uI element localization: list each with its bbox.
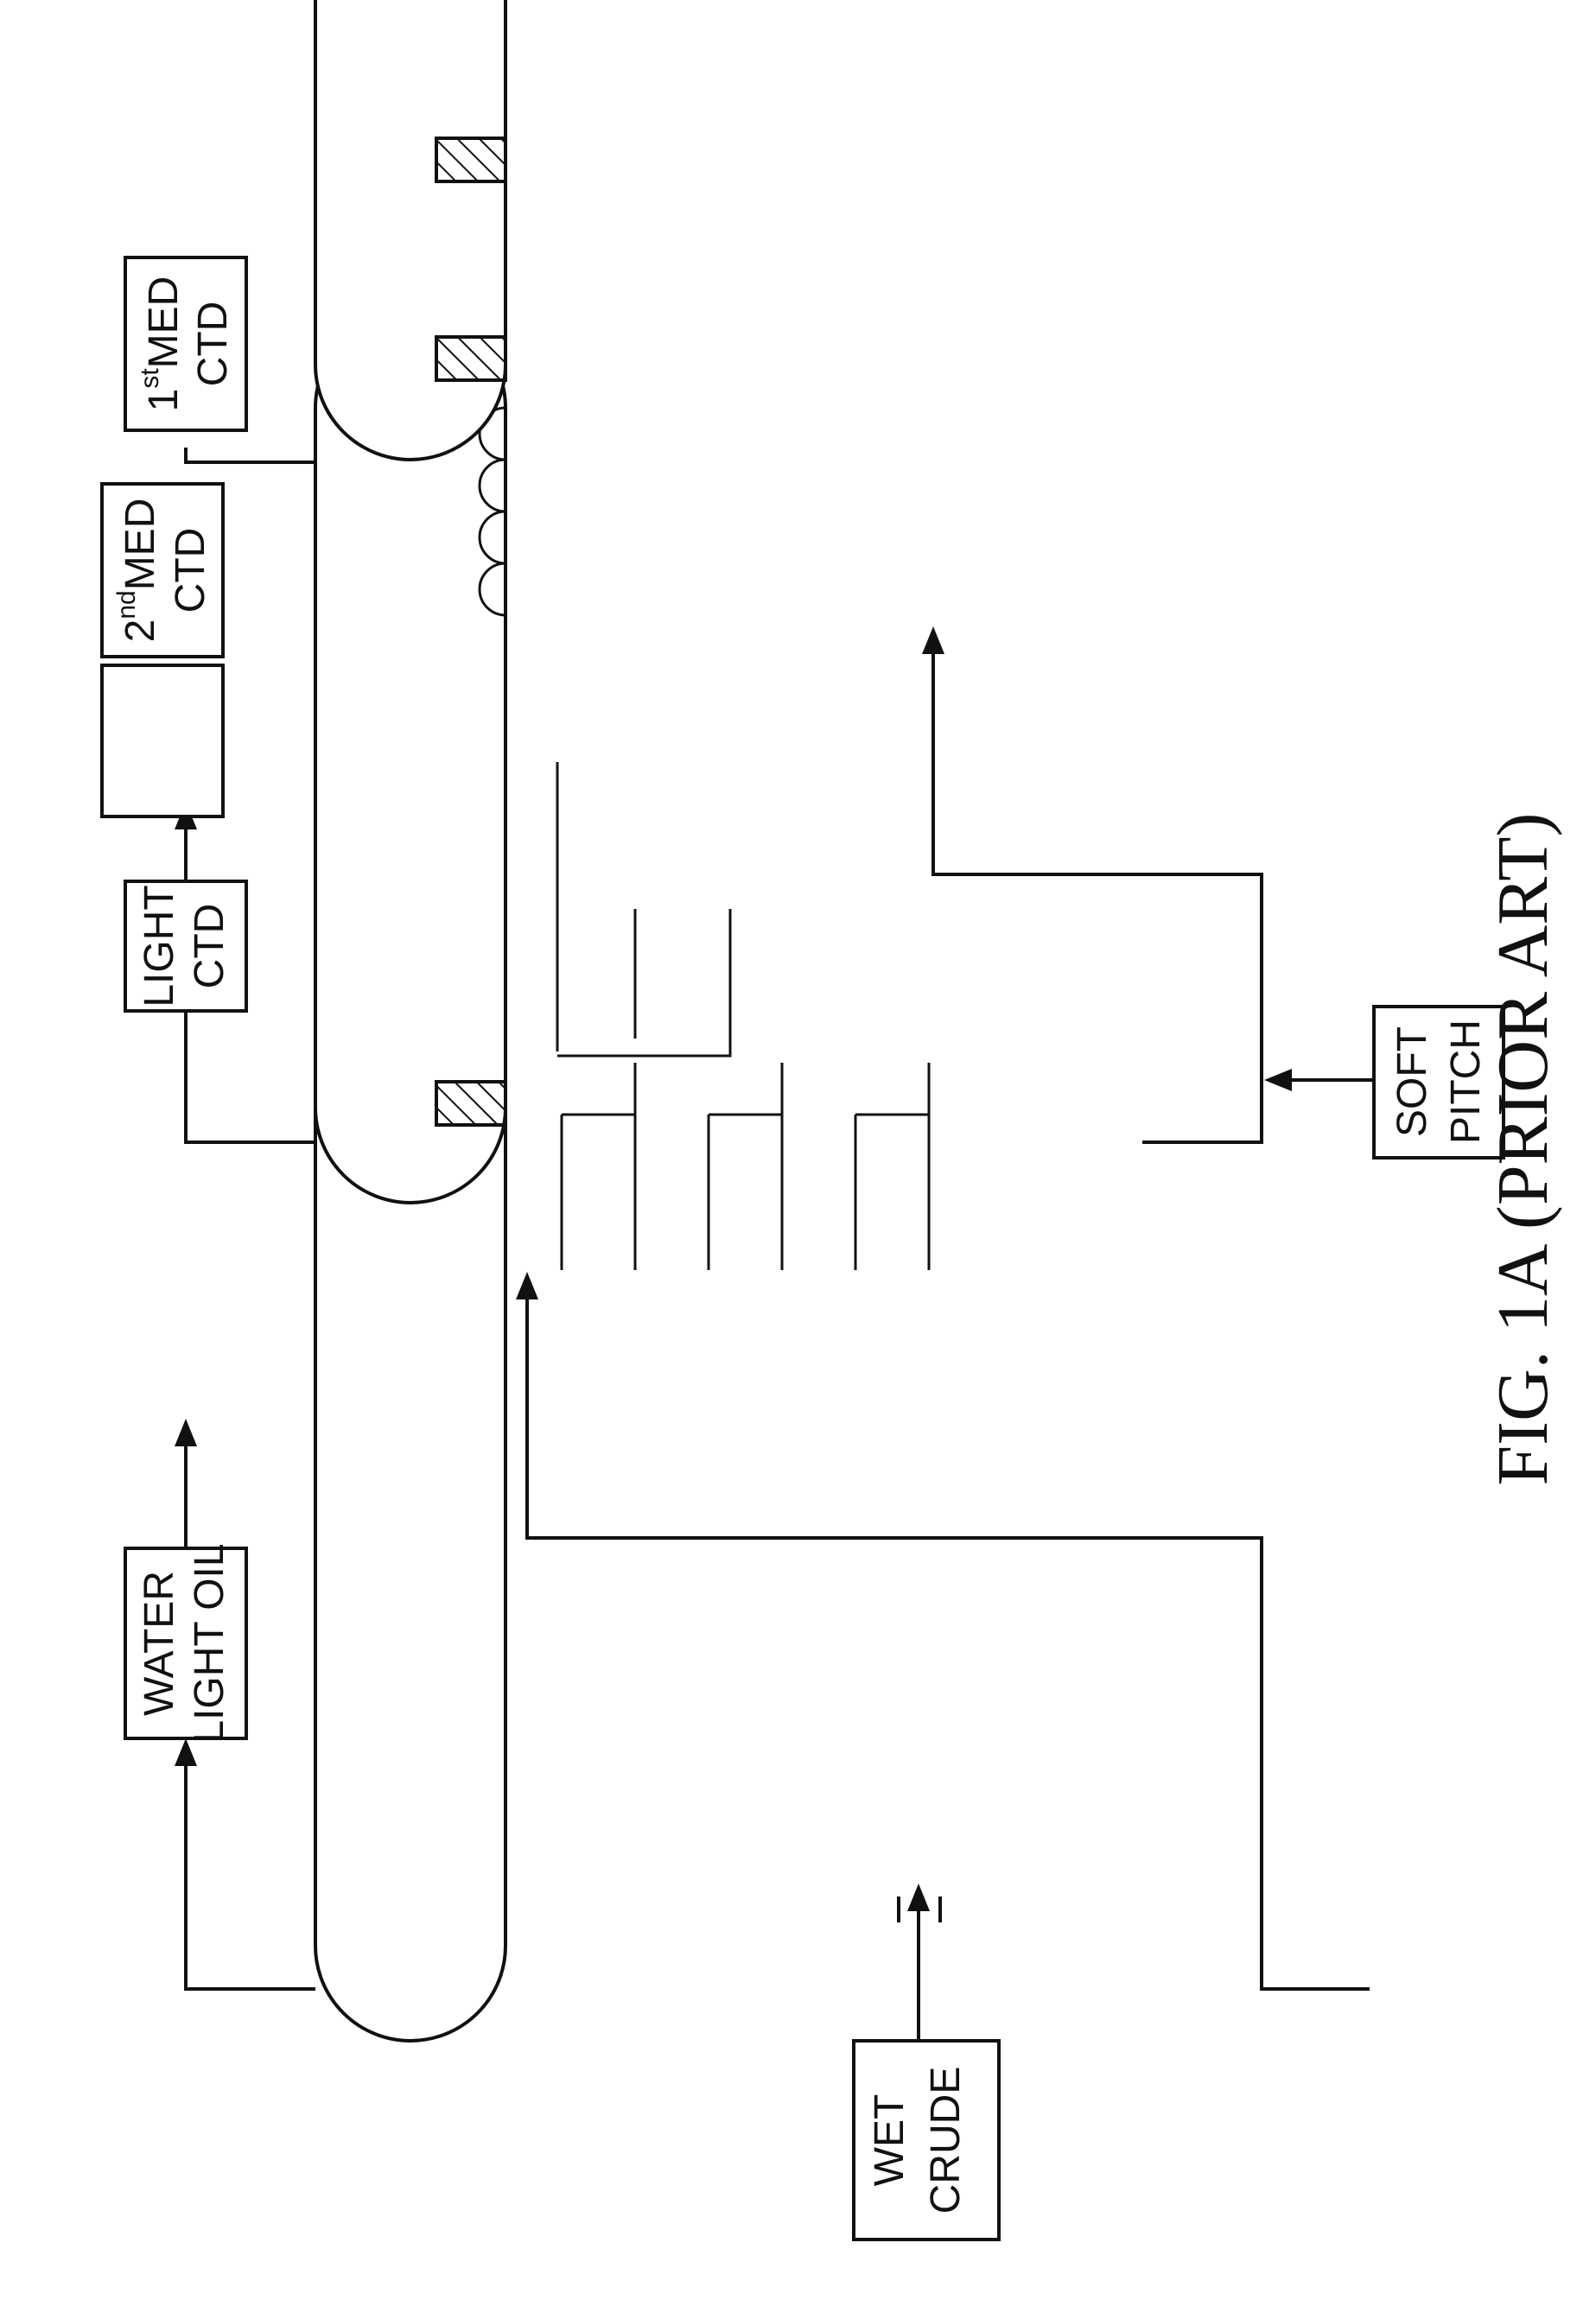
- box-wet-crude: WET CRUDE: [854, 2041, 999, 2240]
- box-second-med-ctd: 2ndMED CTD: [102, 484, 223, 657]
- svg-text:2ndMED: 2ndMED: [112, 499, 163, 643]
- tray-baffles-20: [557, 762, 730, 1073]
- light-ctd-line1: LIGHT: [137, 885, 182, 1007]
- second-med-ctd-line2: CTD: [168, 528, 213, 613]
- box-first-med-ctd: 1stMED CTD: [125, 257, 246, 430]
- outlet-arrow-12: [175, 1419, 197, 1548]
- feed-line-10: [899, 1884, 940, 2041]
- soft-pitch-feed-27: [1264, 1069, 1374, 1091]
- water-light-oil-line2: LIGHT OIL: [187, 1543, 232, 1743]
- first-med-ctd-line2: CTD: [190, 302, 236, 387]
- packing-c3-middle: [436, 138, 506, 181]
- wet-crude-line1: WET: [867, 2094, 912, 2187]
- column-c3: [315, 0, 506, 460]
- svg-text:1stMED: 1stMED: [136, 276, 187, 412]
- wet-crude-line2: CRUDE: [923, 2067, 969, 2214]
- overhead-line-13: [175, 1738, 315, 1989]
- box-water-light-oil: WATER LIGHT OIL: [125, 1543, 246, 1743]
- bottoms-line-26: [922, 626, 1262, 1142]
- box-heavy-ctd: [102, 665, 223, 816]
- light-ctd-line2: CTD: [187, 904, 232, 989]
- box-light-ctd: LIGHT CTD: [125, 881, 246, 1011]
- bottoms-line-15: [516, 1272, 1370, 1989]
- soft-pitch-line1: SOFT: [1389, 1026, 1435, 1137]
- packing-21-c3-bottom: [436, 337, 506, 380]
- packing-21-c2: [436, 1082, 506, 1125]
- water-light-oil-line1: WATER: [137, 1571, 182, 1716]
- figure-caption: FIG. 1A (PRIOR ART): [1483, 812, 1563, 1485]
- c2-baffle-plates: [562, 1063, 929, 1270]
